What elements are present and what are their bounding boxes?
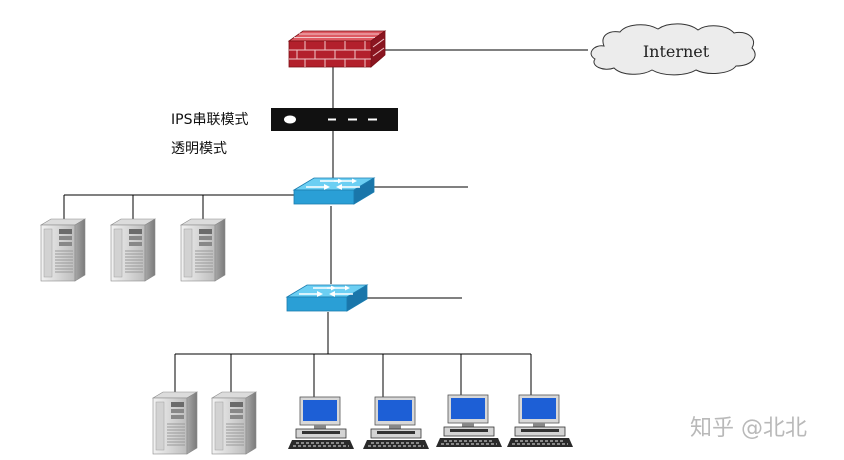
desktop-computer-icon-1 [287, 396, 355, 450]
network-switch-icon-access [286, 284, 368, 312]
transparent-mode-label: 透明模式 [171, 141, 227, 157]
desktop-computer-icon-4 [506, 394, 574, 448]
ips-appliance-icon [271, 108, 398, 131]
network-switch-icon-core [293, 177, 375, 205]
desktop-computer-icon-3 [435, 394, 503, 448]
watermark: 知乎 @北北 [690, 416, 807, 441]
internet-label: Internet [642, 42, 710, 61]
ips-inline-mode-label: IPS串联模式 [171, 112, 249, 128]
internet-cloud-icon [590, 23, 756, 76]
tower-server-icon-2 [110, 218, 156, 282]
tower-server-icon-1 [40, 218, 86, 282]
brick-wall-icon [287, 30, 387, 68]
tower-server-icon-5 [211, 391, 257, 455]
desktop-computer-icon-2 [362, 396, 430, 450]
connection-lines [63, 49, 588, 397]
tower-server-icon-4 [152, 391, 198, 455]
tower-server-icon-3 [180, 218, 226, 282]
